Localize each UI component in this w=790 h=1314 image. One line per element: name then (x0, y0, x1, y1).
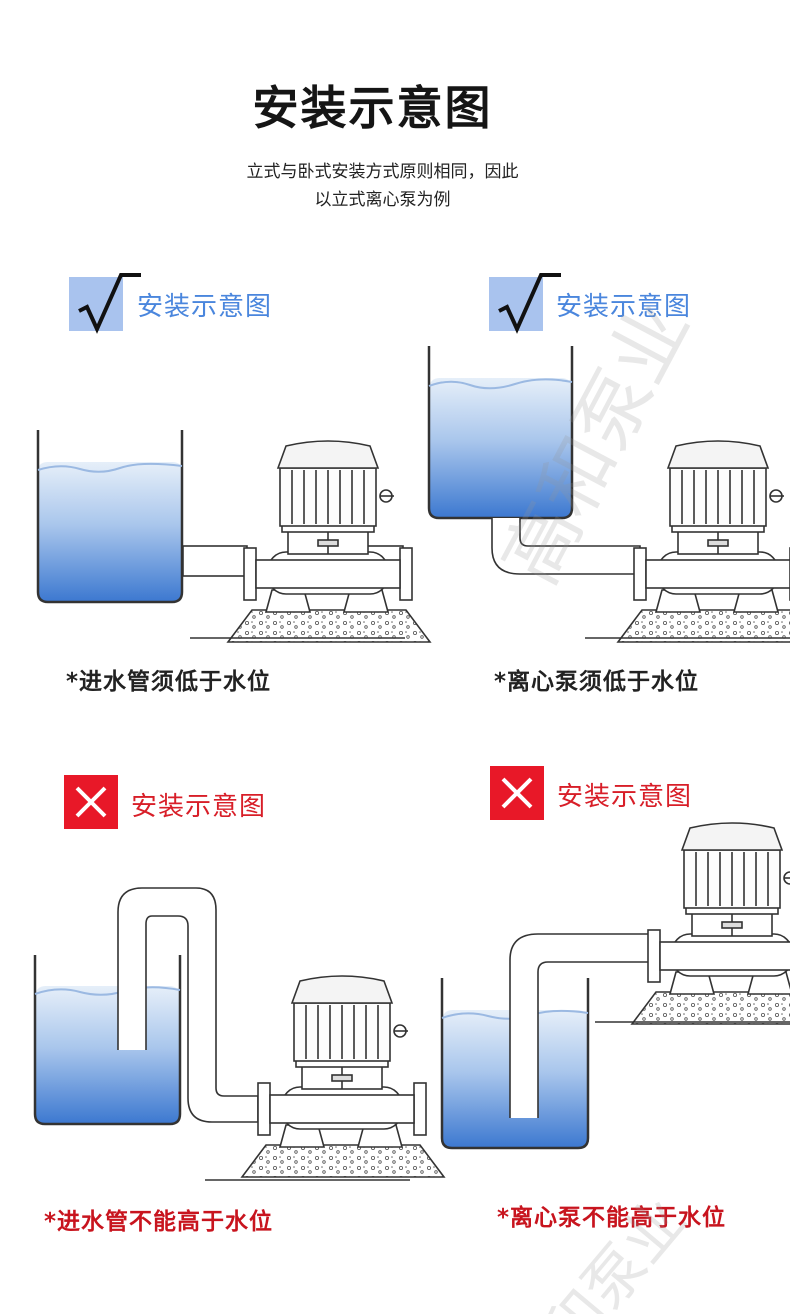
panel-1-badge (69, 277, 123, 331)
panel-2-caption: *离心泵须低于水位 (494, 662, 699, 696)
panel-3-caption: *进水管不能高于水位 (44, 1202, 273, 1236)
panel-3-label: 安装示意图 (131, 786, 266, 823)
panel-3-diagram (35, 888, 444, 1180)
panel-4-label: 安装示意图 (557, 776, 692, 813)
panel-1-label: 安装示意图 (137, 286, 272, 323)
cross-mark-icon (490, 766, 544, 820)
panel-3-badge (64, 775, 118, 829)
panel-1-diagram (37, 430, 430, 642)
panel-4-badge (490, 766, 544, 820)
check-mark-icon (489, 271, 563, 337)
panel-4-diagram (442, 823, 790, 1148)
cross-mark-icon (64, 775, 118, 829)
panel-2-badge (489, 277, 543, 331)
panel-1-caption: *进水管须低于水位 (66, 662, 271, 696)
check-mark-icon (69, 271, 143, 337)
